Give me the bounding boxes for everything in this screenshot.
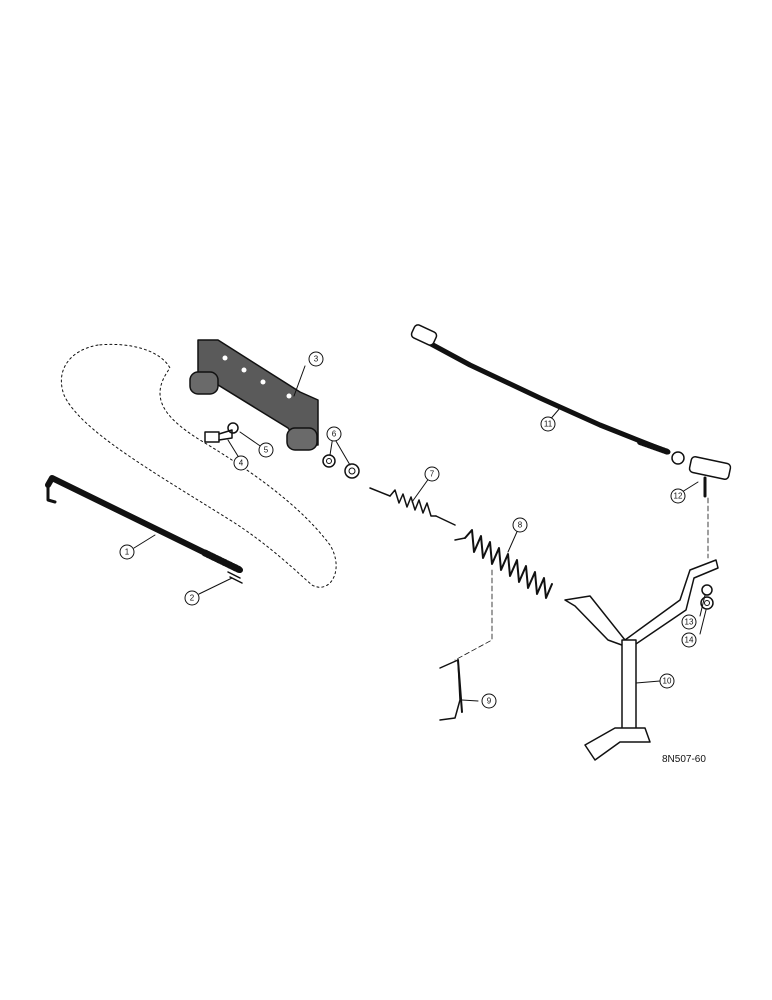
rod-part bbox=[45, 475, 244, 574]
swivel-part bbox=[688, 456, 732, 498]
callout-13: 13 bbox=[681, 614, 697, 630]
svg-text:9: 9 bbox=[487, 697, 492, 706]
callout-2: 2 bbox=[184, 590, 200, 606]
callout-11: 11 bbox=[540, 416, 556, 432]
nut-pair-part bbox=[322, 454, 360, 479]
callout-12: 12 bbox=[670, 488, 686, 504]
callout-9: 9 bbox=[481, 693, 497, 709]
svg-text:1: 1 bbox=[125, 548, 130, 557]
phantom-outline bbox=[60, 343, 337, 588]
svg-text:8: 8 bbox=[518, 521, 523, 530]
lock-washer-part bbox=[227, 422, 239, 434]
callout-10: 10 bbox=[659, 673, 675, 689]
svg-text:11: 11 bbox=[544, 420, 553, 429]
callout-7: 7 bbox=[424, 466, 440, 482]
svg-text:13: 13 bbox=[685, 618, 694, 627]
svg-text:3: 3 bbox=[314, 355, 319, 364]
svg-text:14: 14 bbox=[685, 636, 694, 645]
mounting-plate-part bbox=[189, 339, 319, 451]
bolt-part bbox=[204, 429, 233, 443]
washer-nut-part bbox=[700, 584, 714, 610]
callout-6: 6 bbox=[326, 426, 342, 442]
callout-8: 8 bbox=[512, 517, 528, 533]
alignment-line-spring bbox=[454, 569, 493, 661]
callout-3: 3 bbox=[308, 351, 324, 367]
large-spring-part bbox=[454, 529, 553, 599]
cotter-pin-part bbox=[227, 571, 243, 584]
svg-text:7: 7 bbox=[430, 470, 435, 479]
svg-text:5: 5 bbox=[264, 446, 269, 455]
callout-1: 1 bbox=[119, 544, 135, 560]
svg-text:10: 10 bbox=[663, 677, 672, 686]
svg-text:12: 12 bbox=[674, 492, 683, 501]
spring-bracket-part bbox=[439, 659, 463, 721]
callout-5: 5 bbox=[258, 442, 274, 458]
callout-4: 4 bbox=[233, 455, 249, 471]
pivot-lever-part bbox=[564, 559, 719, 761]
leader-lines bbox=[133, 365, 707, 702]
svg-text:6: 6 bbox=[332, 430, 337, 439]
svg-text:4: 4 bbox=[239, 459, 244, 468]
connecting-rod-part bbox=[410, 324, 685, 465]
small-spring-part bbox=[369, 487, 456, 526]
svg-text:2: 2 bbox=[190, 594, 195, 603]
drawing-code: 8N507-60 bbox=[662, 754, 706, 765]
callout-14: 14 bbox=[681, 632, 697, 648]
